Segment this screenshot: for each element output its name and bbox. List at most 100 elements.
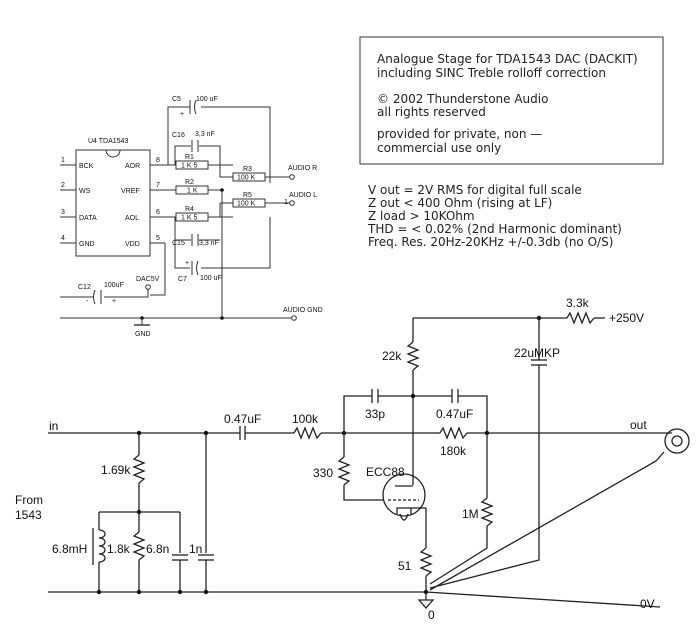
- c16-value: 3,3 nF: [195, 131, 215, 138]
- notice-line-6: commercial use only: [377, 141, 501, 155]
- pin-1-num: 1: [61, 157, 65, 164]
- gnd-node-c: [177, 589, 183, 595]
- r51-body: [419, 547, 433, 577]
- r33k-body: [566, 311, 595, 325]
- r5-value: 100 K: [237, 201, 256, 208]
- gnd-node-r: [136, 589, 142, 595]
- pin-4-label: GND: [79, 241, 95, 248]
- r330-value: 330: [313, 466, 333, 480]
- c16-wire: [174, 145, 221, 165]
- c12-plus: +: [112, 298, 116, 305]
- r180k-value: 180k: [440, 444, 467, 458]
- pin-6-num: 6: [156, 209, 160, 216]
- c5-plate-b: [194, 99, 197, 115]
- c7-plus: +: [185, 260, 189, 267]
- spec-line-2: Z out < 400 Ohm (rising at LF): [368, 196, 552, 210]
- pin-5-label: VDD: [125, 241, 140, 248]
- r180k-body: [439, 426, 468, 440]
- ic-name: U4 TDA1543: [88, 138, 128, 145]
- vdd-wire: [150, 243, 166, 296]
- pin-7-label: VREF: [121, 188, 140, 195]
- r18k-value: 1.8k: [107, 542, 131, 556]
- r33k-value: 3.3k: [566, 296, 590, 310]
- audio-r-label: AUDIO R: [288, 165, 317, 172]
- c1n-value: 1n: [189, 542, 202, 556]
- r2-value: 1 K: [187, 188, 198, 195]
- cin-value: 0.47uF: [224, 412, 261, 426]
- audio-l-pin: 1: [284, 199, 288, 206]
- pin-5-num: 5: [156, 235, 160, 242]
- pin-1-label: BCK: [79, 163, 94, 170]
- r22k-value: 22k: [382, 349, 402, 363]
- pin-4-num: 4: [61, 235, 65, 242]
- c7-label: C7: [178, 276, 187, 283]
- r3-label: R3: [243, 166, 252, 173]
- notice-line-5: provided for private, non —: [377, 127, 542, 141]
- pin-8-num: 8: [156, 157, 160, 164]
- notice-line-3: © 2002 Thunderstone Audio: [377, 92, 548, 106]
- ground-triangle-icon: [417, 599, 435, 609]
- r1m-body: [480, 497, 494, 527]
- notice-line-1: Analogue Stage for TDA1543 DAC (DACKIT): [377, 52, 638, 66]
- vref-gnd-node: [220, 316, 224, 320]
- c16-label: C16: [172, 132, 185, 139]
- r330-body: [337, 456, 351, 486]
- pin-2-label: WS: [79, 188, 91, 195]
- spec-line-4: THD = < 0.02% (2nd Harmonic dominant): [367, 222, 622, 236]
- output-jack-icon: [664, 428, 690, 454]
- r51-value: 51: [398, 559, 412, 573]
- from-label-1: From: [15, 493, 43, 507]
- c5-value: 100 uF: [196, 96, 218, 103]
- r22k-body: [406, 341, 420, 371]
- pin-2-num: 2: [61, 182, 65, 189]
- spec-line-5: Freq. Res. 20Hz-20KHz +/-0.3db (no O/S): [368, 235, 613, 249]
- vref-node: [220, 188, 224, 192]
- notice-box: [359, 36, 664, 165]
- in-label: in: [49, 419, 58, 433]
- from-label-2: 1543: [15, 508, 42, 522]
- notice-line-4: all rights reserved: [377, 105, 486, 119]
- spec-line-3: Z load > 10KOhm: [368, 209, 475, 223]
- pin-3-label: DATA: [79, 215, 97, 222]
- c12-minus: -: [86, 298, 89, 305]
- r4-value: 1 K 5: [181, 215, 197, 222]
- c15-value: 3,3 nF: [199, 240, 219, 247]
- c15-label: C15: [172, 240, 185, 247]
- r1-value: 1 K 5: [181, 163, 197, 170]
- cfb-value: 0.47uF: [436, 407, 473, 421]
- c7-value: 100 uF: [200, 275, 222, 282]
- c12-wire-right: [104, 289, 149, 298]
- r169k-top-node: [136, 430, 142, 436]
- dac5v-label: DAC5V: [136, 276, 160, 283]
- audio-l-terminal: [289, 200, 295, 206]
- c12-label: C12: [78, 284, 91, 291]
- supply-label: +250V: [609, 311, 644, 325]
- dac5v-terminal: [145, 284, 151, 290]
- r169k-value: 1.69k: [101, 463, 131, 477]
- spec-line-1: V out = 2V RMS for digital full scale: [368, 183, 582, 197]
- notice-line-2: including SINC Treble rolloff correction: [377, 66, 606, 80]
- audio-gnd-terminal: [291, 315, 297, 321]
- gnd-label: GND: [135, 331, 151, 338]
- plate-node: [410, 393, 416, 399]
- r3-value: 100 K: [237, 175, 256, 182]
- output-jack-center: [671, 435, 683, 447]
- c7-wire: [174, 217, 271, 269]
- c7-plate-b: [196, 260, 199, 276]
- r1m-lead-b: [429, 526, 488, 585]
- out-label: out: [630, 418, 647, 432]
- c33p-value: 33p: [365, 407, 385, 421]
- r100k-value: 100k: [292, 412, 319, 426]
- c5-wire: [167, 106, 271, 183]
- ic-notch: [105, 149, 121, 158]
- ic-body: [75, 149, 151, 257]
- c68n-value: 6.8n: [146, 542, 169, 556]
- r330-lead-b: [343, 485, 384, 501]
- ground-line-right: [425, 591, 661, 608]
- output-jack-leads: [429, 432, 672, 591]
- r2-label: R2: [185, 179, 194, 186]
- pin-8-label: AOR: [125, 163, 140, 170]
- r169k-body: [132, 454, 146, 484]
- c5-label: C5: [172, 96, 181, 103]
